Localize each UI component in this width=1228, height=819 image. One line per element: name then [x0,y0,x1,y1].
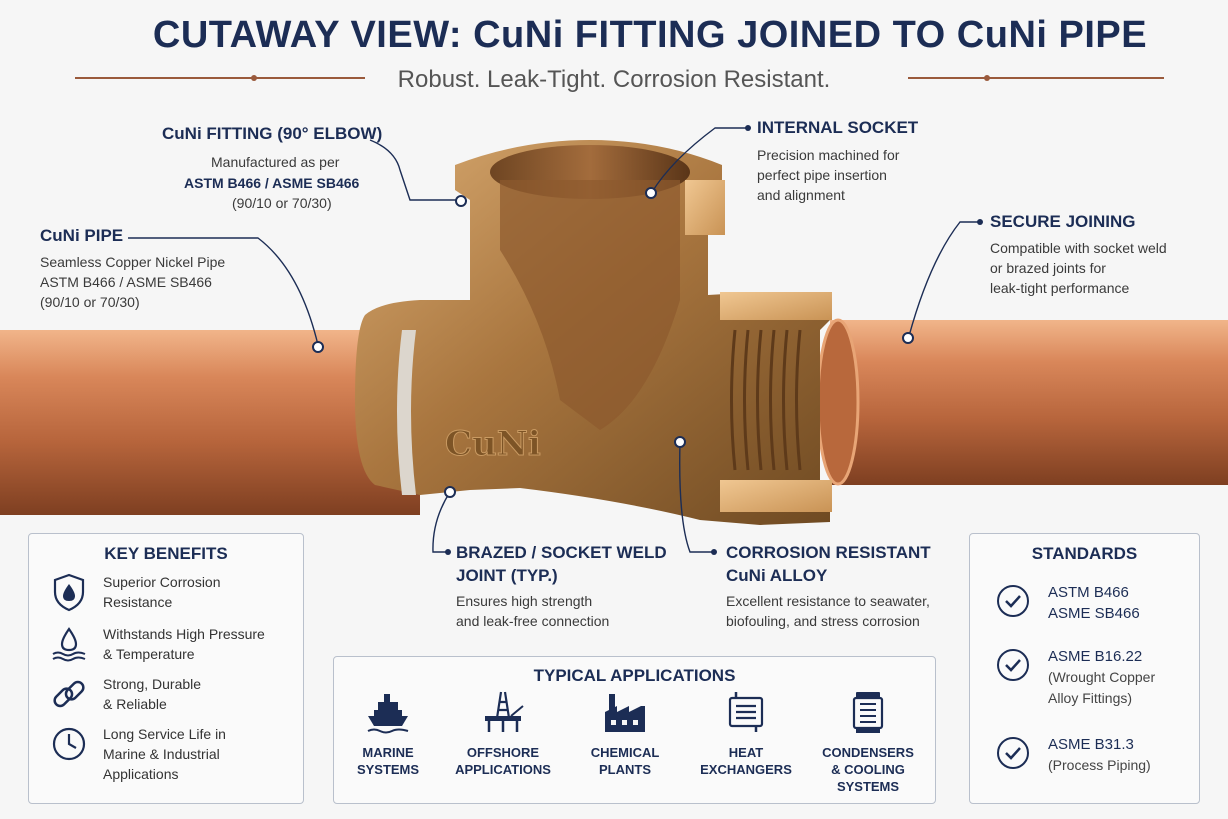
clock-icon [52,727,86,761]
callout-corrosion-line1: Excellent resistance to seawater, [726,593,930,609]
application-item: MARINE SYSTEMS [328,688,448,778]
ship-icon [367,694,409,734]
standard-line: (Process Piping) [1048,757,1151,773]
application-label: EXCHANGERS [700,762,792,777]
standard-line: ASTM B466 [1048,584,1129,601]
benefit-item: Withstands High Pressure & Temperature [49,624,265,664]
cut-face-bottom-right [720,480,832,512]
application-item: CONDENSERS & COOLING SYSTEMS [808,688,928,795]
benefit-line: Applications [103,766,179,782]
heat-exchanger-icon [728,692,764,732]
title-rule-right [908,75,1164,81]
callout-brazed-title1: BRAZED / SOCKET WELD [456,543,667,562]
callout-socket-line3: and alignment [757,187,845,203]
title-rule-left [75,75,365,81]
benefit-line: Resistance [103,594,173,610]
callout-brazed-line2: and leak-free connection [456,613,610,629]
benefit-line: Withstands High Pressure [103,626,265,642]
callout-corrosion-line2: biofouling, and stress corrosion [726,613,920,629]
standard-item: ASME B31.3 (Process Piping) [996,734,1151,776]
callout-corrosion-title2: CuNi ALLOY [726,566,828,585]
standard-line: (Wrought Copper [1048,669,1156,685]
callout-socket-line2: perfect pipe insertion [757,167,887,183]
offshore-rig-icon [485,691,524,732]
benefit-line: Marine & Industrial [103,746,220,762]
shield-drop-icon [53,573,85,612]
factory-icon [605,694,645,732]
page-title: CUTAWAY VIEW: CuNi FITTING JOINED TO CuN… [152,14,1148,56]
application-label: OFFSHORE [466,745,540,760]
application-label: MARINE [362,745,414,760]
callout-pipe-line3: (90/10 or 70/30) [40,294,140,310]
internal-bore [500,180,680,430]
application-label: SYSTEMS [836,779,900,794]
application-label: CHEMICAL [590,745,660,760]
application-label: HEAT [728,745,764,760]
callout-socket-line1: Precision machined for [757,147,900,163]
benefit-line: Strong, Durable [103,676,202,692]
applications-title: TYPICAL APPLICATIONS [533,666,736,685]
leader-dots [312,125,983,555]
standard-line: ASME SB466 [1048,605,1140,622]
benefit-line: & Reliable [103,696,167,712]
drop-waves-icon [52,627,86,662]
application-item: HEAT EXCHANGERS [686,688,806,778]
pipe-end-right [816,318,860,486]
braze-ring [397,330,416,495]
standard-line: Alloy Fittings) [1048,690,1133,706]
callout-fitting-line2: ASTM B466 / ASME SB466 [184,175,360,191]
leader-lines [128,127,980,553]
cuni-pipe-right [830,320,1228,485]
application-label: SYSTEMS [356,762,420,777]
callout-brazed-title2: JOINT (TYP.) [456,566,558,585]
application-label: & COOLING [831,762,905,777]
check-circle-icon [997,585,1029,617]
standards-title: STANDARDS [1031,544,1138,563]
standard-line: ASME B16.22 [1048,648,1143,665]
check-circle-icon [997,737,1029,769]
fitting-mark: CuNi [445,424,541,464]
callout-joining-line3: leak-tight performance [990,280,1130,296]
socket-threads [730,329,802,471]
check-circle-icon [997,649,1029,681]
callout-pipe-line1: Seamless Copper Nickel Pipe [40,254,226,270]
benefit-line: Long Service Life in [103,726,226,742]
cuni-pipe-left [0,330,420,515]
callout-pipe-title: CuNi PIPE [40,226,124,245]
callout-socket-title: INTERNAL SOCKET [757,118,919,137]
callout-fitting-line3: (90/10 or 70/30) [232,195,332,211]
callout-joining-line1: Compatible with socket weld [990,240,1167,256]
callout-pipe-line2: ASTM B466 / ASME SB466 [40,274,212,290]
key-benefits-title: KEY BENEFITS [104,544,228,563]
condenser-icon [852,692,884,733]
cut-face-top-right [685,180,725,235]
application-item: CHEMICAL PLANTS [565,688,685,778]
application-label: CONDENSERS [822,745,914,760]
callout-fitting-line1: Manufactured as per [211,154,340,170]
benefit-item: Strong, Durable & Reliable [49,674,201,714]
cut-face-mid-right [720,292,832,320]
application-item: OFFSHORE APPLICATIONS [443,688,563,778]
standard-line: ASME B31.3 [1048,736,1134,753]
callout-fitting-title: CuNi FITTING (90° ELBOW) [162,124,383,143]
application-label: PLANTS [599,762,651,777]
application-label: APPLICATIONS [455,762,551,777]
callout-joining-title: SECURE JOINING [990,212,1136,231]
callout-brazed-line1: Ensures high strength [456,593,593,609]
page-subtitle: Robust. Leak-Tight. Corrosion Resistant. [397,66,831,93]
benefit-line: Superior Corrosion [103,574,221,590]
chain-link-icon [53,680,85,708]
callout-joining-line2: or brazed joints for [990,260,1106,276]
benefit-line: & Temperature [103,646,195,662]
callout-corrosion-title1: CORROSION RESISTANT [726,543,931,562]
callout-fitting: CuNi FITTING (90° ELBOW) [162,124,382,144]
